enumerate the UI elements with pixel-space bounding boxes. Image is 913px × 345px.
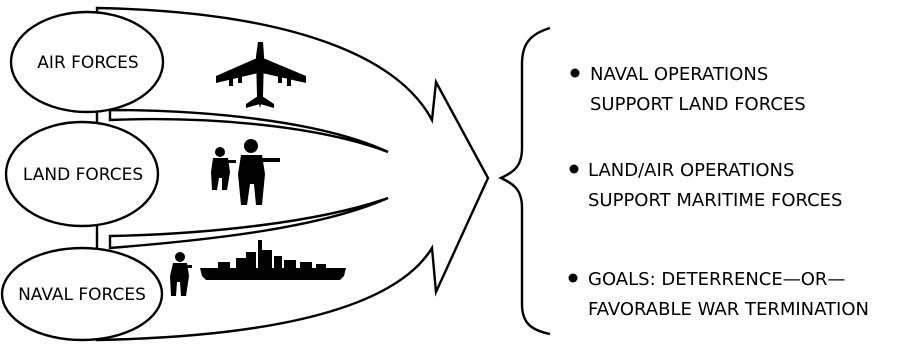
outcome-line2: SUPPORT MARITIME FORCES: [588, 190, 842, 211]
outcome-line1: GOALS: DETERRENCE—OR—: [588, 269, 845, 290]
naval-forces-label: NAVAL FORCES: [18, 285, 146, 305]
force-naval-forces: NAVAL FORCES: [0, 246, 164, 342]
outcome-line2: SUPPORT LAND FORCES: [590, 94, 806, 115]
bullet-icon: [569, 164, 579, 174]
air-forces-arrow: [108, 108, 389, 154]
outcome-item: LAND/AIR OPERATIONS SUPPORT MARITIME FOR…: [569, 160, 842, 211]
bomber-aircraft-icon: [216, 42, 306, 108]
naval-forces-arrow: [108, 196, 389, 250]
outcome-item: NAVAL OPERATIONS SUPPORT LAND FORCES: [570, 64, 806, 115]
land-forces-label: LAND FORCES: [23, 165, 143, 185]
convergence-arrow: [95, 6, 490, 342]
bullet-icon: [568, 273, 578, 283]
air-forces-ellipse: [9, 10, 165, 114]
soldiers-icon: [211, 139, 280, 205]
battleship-icon: [170, 240, 346, 296]
outcome-item: GOALS: DETERRENCE—OR— FAVORABLE WAR TERM…: [568, 269, 869, 320]
bullet-icon: [570, 68, 580, 78]
naval-forces-ellipse: [0, 246, 164, 342]
outcome-line1: NAVAL OPERATIONS: [590, 64, 768, 85]
force-air-forces: AIR FORCES: [9, 10, 165, 114]
outcome-line1: LAND/AIR OPERATIONS: [588, 160, 794, 181]
air-forces-label: AIR FORCES: [37, 53, 138, 73]
outcomes-brace: [498, 26, 551, 336]
force-land-forces: LAND FORCES: [4, 120, 160, 228]
land-forces-ellipse: [4, 120, 160, 228]
outcome-line2: FAVORABLE WAR TERMINATION: [588, 299, 869, 320]
